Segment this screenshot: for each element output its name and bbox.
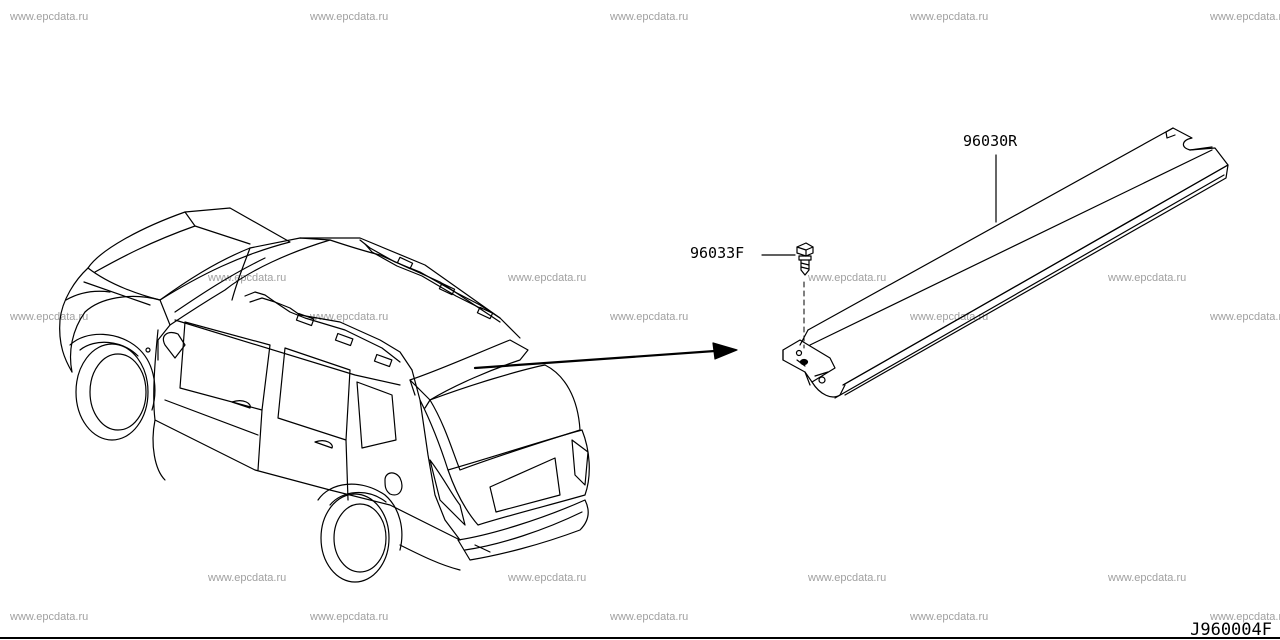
vehicle-illustration [59,207,590,583]
watermark: www.epcdata.ru [10,611,89,623]
watermark: www.epcdata.ru [208,572,287,584]
watermark: www.epcdata.ru [808,572,887,584]
watermark: www.epcdata.ru [1210,11,1280,23]
watermark: www.epcdata.ru [1210,611,1280,623]
watermark: www.epcdata.ru [208,272,287,284]
callout-label-96030r: 96030R [963,132,1018,150]
watermark: www.epcdata.ru [508,272,587,284]
watermark: www.epcdata.ru [910,11,989,23]
pointer-arrow [473,342,738,370]
watermark: www.epcdata.ru [910,311,989,323]
watermark: www.epcdata.ru [508,572,587,584]
watermark: www.epcdata.ru [1108,572,1187,584]
watermark: www.epcdata.ru [1108,272,1187,284]
roof-spoiler-part [782,127,1229,399]
watermark: www.epcdata.ru [910,611,989,623]
watermark: www.epcdata.ru [310,11,389,23]
bolt-part [796,242,814,366]
watermark: www.epcdata.ru [610,11,689,23]
watermark: www.epcdata.ru [808,272,887,284]
watermark: www.epcdata.ru [10,311,89,323]
watermark: www.epcdata.ru [610,311,689,323]
diagram-code: J960004F [1190,620,1272,640]
watermark: www.epcdata.ru [1210,311,1280,323]
watermark: www.epcdata.ru [10,11,89,23]
callout-label-96033f: 96033F [690,244,745,262]
watermark: www.epcdata.ru [610,611,689,623]
watermark: www.epcdata.ru [310,611,389,623]
